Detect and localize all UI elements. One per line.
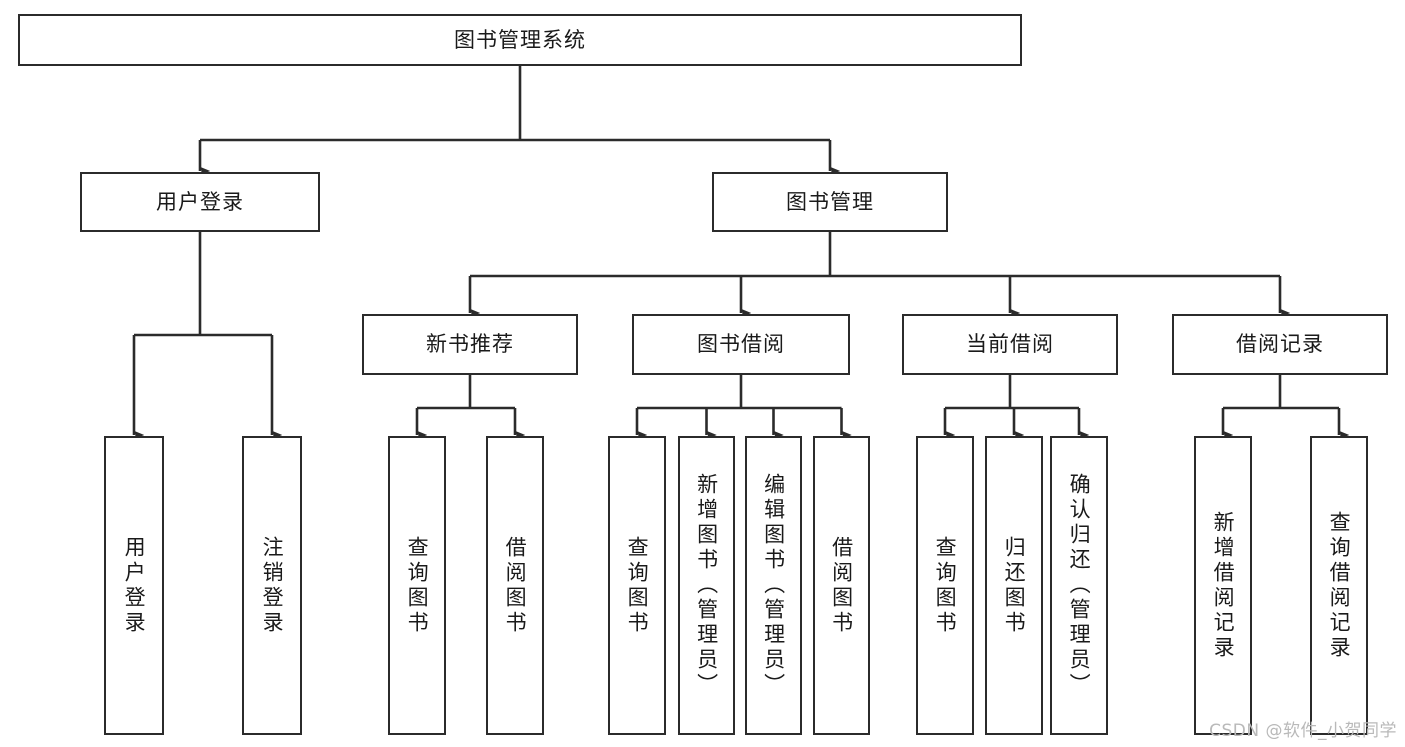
leaf-add-borrow-record[interactable]: 新增借阅记录 xyxy=(1194,436,1252,735)
node-label: 借阅图书 xyxy=(829,535,854,636)
node-label: 查询图书 xyxy=(933,535,958,636)
leaf-user-login[interactable]: 用户登录 xyxy=(104,436,164,735)
node-label: 图书借阅 xyxy=(697,332,785,357)
node-label: 查询图书 xyxy=(405,535,430,636)
leaf-query-book-current[interactable]: 查询图书 xyxy=(916,436,974,735)
leaf-confirm-return-admin[interactable]: 确认归还（管理员） xyxy=(1050,436,1108,735)
node-label: 图书管理系统 xyxy=(454,27,586,52)
node-label: 当前借阅 xyxy=(966,332,1054,357)
node-label: 确认归还（管理员） xyxy=(1067,473,1092,698)
node-label: 借阅图书 xyxy=(503,535,528,636)
node-label: 用户登录 xyxy=(156,189,244,214)
node-new-book-recommend[interactable]: 新书推荐 xyxy=(362,314,578,375)
leaf-borrow-book[interactable]: 借阅图书 xyxy=(813,436,870,735)
node-current-borrow[interactable]: 当前借阅 xyxy=(902,314,1118,375)
leaf-query-book-recommend[interactable]: 查询图书 xyxy=(388,436,446,735)
leaf-logout[interactable]: 注销登录 xyxy=(242,436,302,735)
node-book-borrow[interactable]: 图书借阅 xyxy=(632,314,850,375)
node-label: 用户登录 xyxy=(122,535,147,636)
node-label: 归还图书 xyxy=(1002,535,1027,636)
leaf-add-book-admin[interactable]: 新增图书（管理员） xyxy=(678,436,735,735)
leaf-query-book-borrow[interactable]: 查询图书 xyxy=(608,436,666,735)
node-label: 借阅记录 xyxy=(1236,332,1324,357)
node-label: 查询借阅记录 xyxy=(1327,510,1352,661)
node-label: 编辑图书（管理员） xyxy=(761,473,786,698)
leaf-query-borrow-record[interactable]: 查询借阅记录 xyxy=(1310,436,1368,735)
leaf-return-book[interactable]: 归还图书 xyxy=(985,436,1043,735)
node-label: 新书推荐 xyxy=(426,332,514,357)
node-label: 新增借阅记录 xyxy=(1211,510,1236,661)
node-borrow-record[interactable]: 借阅记录 xyxy=(1172,314,1388,375)
node-label: 查询图书 xyxy=(625,535,650,636)
node-root-system[interactable]: 图书管理系统 xyxy=(18,14,1022,66)
csdn-watermark: CSDN @软件_小贺同学 xyxy=(1209,721,1397,741)
node-label: 注销登录 xyxy=(260,535,285,636)
node-book-management[interactable]: 图书管理 xyxy=(712,172,948,232)
leaf-edit-book-admin[interactable]: 编辑图书（管理员） xyxy=(745,436,802,735)
leaf-borrow-book-recommend[interactable]: 借阅图书 xyxy=(486,436,544,735)
node-label: 图书管理 xyxy=(786,189,874,214)
node-user-login[interactable]: 用户登录 xyxy=(80,172,320,232)
node-label: 新增图书（管理员） xyxy=(694,473,719,698)
